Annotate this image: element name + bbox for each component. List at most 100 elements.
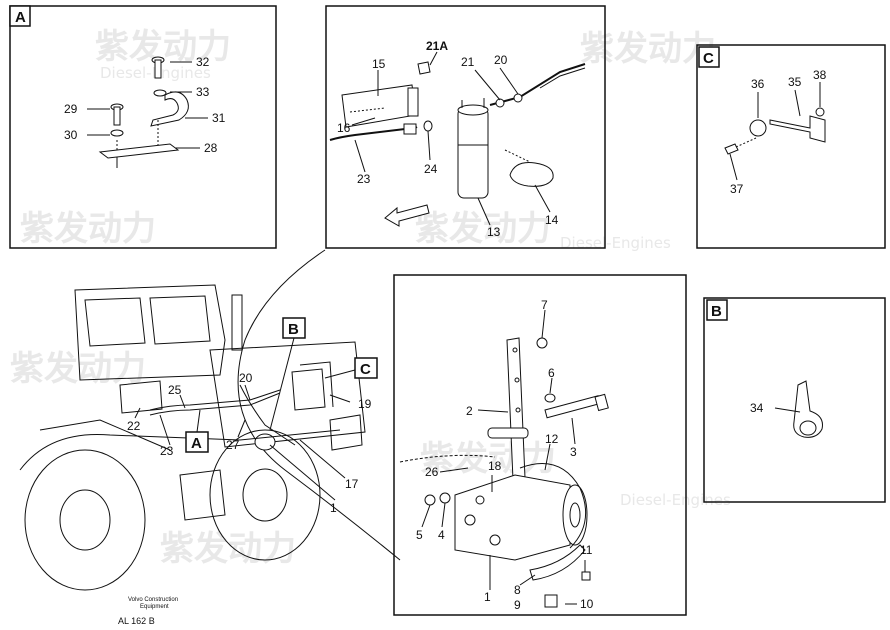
- callout-29: 29: [64, 102, 78, 116]
- watermark-brand: 紫发动力: [420, 439, 556, 479]
- callout-19: 19: [358, 397, 372, 411]
- callout-12: 12: [545, 432, 559, 446]
- callout-6: 6: [548, 366, 555, 380]
- callout-32: 32: [196, 55, 210, 69]
- callout-14: 14: [545, 213, 559, 227]
- panel-b-frame: [703, 297, 886, 503]
- callout-37: 37: [730, 182, 744, 196]
- callout-4: 4: [438, 528, 445, 542]
- panel-a-frame: [9, 5, 277, 249]
- nut-part: [544, 393, 556, 403]
- callout-25: 25: [168, 383, 182, 397]
- belt-part: [519, 463, 587, 549]
- panel-b: B 34: [703, 297, 886, 503]
- washer-part: [439, 492, 451, 504]
- machine-tag-c: C: [360, 361, 371, 378]
- bracket-part: [529, 544, 586, 581]
- footer-company: Volvo Construction: [128, 597, 178, 603]
- clamp-part: [793, 380, 823, 438]
- bracket-part: [407, 87, 419, 117]
- callout-2: 2: [466, 404, 473, 418]
- callout-23: 23: [357, 172, 371, 186]
- wheel-loader-illustration: B C A 25 20 22 23 27 19 17 1: [19, 284, 378, 591]
- callout-27: 27: [226, 438, 240, 452]
- panel-bottom: 7 6 2 3 12 26 18 5 4 11 1 8 9 10: [393, 274, 687, 616]
- callout-26: 26: [425, 465, 439, 479]
- clamp-ring-part: [799, 420, 817, 436]
- callout-35: 35: [788, 75, 802, 89]
- bolt-shank-part: [113, 106, 121, 126]
- fitting-part: [403, 123, 417, 135]
- o-ring-part: [495, 98, 505, 108]
- rear-hub-part: [242, 468, 288, 522]
- watermark-brand: 紫发动力: [580, 29, 716, 69]
- detail-connector-line: [237, 249, 401, 561]
- front-wheel-part: [24, 449, 146, 591]
- pipe-part: [149, 389, 281, 411]
- bolt-head-part: [594, 393, 609, 412]
- compressor-part: [454, 474, 571, 561]
- plate-part: [98, 143, 180, 159]
- receiver-drier-part: [457, 107, 489, 199]
- watermark-sub: Diesel-Engines: [560, 234, 671, 252]
- callout-20: 20: [494, 53, 508, 67]
- bolt-part: [724, 143, 739, 155]
- callout-9: 9: [514, 598, 521, 612]
- nut-part: [423, 120, 433, 132]
- callout-1: 1: [330, 501, 337, 515]
- callout-22: 22: [127, 419, 141, 433]
- callout-38: 38: [813, 68, 827, 82]
- watermark-sub: Diesel-Engines: [620, 491, 731, 509]
- receiver-box-part: [119, 380, 163, 414]
- o-ring-part: [513, 93, 523, 103]
- bolt-part: [417, 61, 431, 75]
- callout-11: 11: [580, 543, 593, 557]
- engine-hood-part: [209, 341, 366, 448]
- callout-18: 18: [488, 459, 502, 473]
- hose-part: [399, 454, 496, 463]
- callout-10: 10: [580, 597, 594, 611]
- callout-3: 3: [570, 445, 577, 459]
- panel-a-tag-box: [9, 5, 31, 27]
- callout-5: 5: [416, 528, 423, 542]
- bolt-shank-part: [154, 59, 162, 79]
- footer-equipment: Equipment: [140, 604, 169, 610]
- washer-part: [153, 89, 167, 97]
- rear-wheel-part: [209, 429, 321, 561]
- watermark-brand: 紫发动力: [20, 209, 156, 249]
- condenser-part: [291, 368, 326, 411]
- bracket-part: [341, 84, 417, 128]
- rubber-mount-part: [749, 119, 767, 137]
- callout-8: 8: [514, 583, 521, 597]
- cab-part: [74, 284, 226, 381]
- clamp-part: [509, 162, 554, 187]
- panel-b-tag-box: [706, 299, 728, 321]
- callout-24: 24: [424, 162, 438, 176]
- callout-1: 1: [484, 590, 491, 604]
- bracket-part: [769, 115, 826, 143]
- watermark-brand: 紫发动力: [415, 209, 551, 249]
- callout-31: 31: [212, 111, 226, 125]
- clamp-part: [150, 91, 189, 127]
- panel-bottom-frame: [393, 274, 687, 616]
- pipe-part: [239, 384, 296, 446]
- nut-part: [536, 337, 548, 349]
- callout-20: 20: [239, 371, 253, 385]
- pipe-part: [489, 63, 586, 106]
- clip-part: [544, 594, 558, 608]
- panel-c-frame: [696, 44, 886, 249]
- machine-tag-b: B: [288, 321, 299, 338]
- panel-c: C 36 35 38 37: [696, 44, 886, 249]
- receiver-drier-top: [457, 104, 489, 116]
- callout-21a: 21A: [426, 39, 448, 53]
- washer-part: [110, 129, 124, 137]
- pipe-part: [539, 67, 586, 89]
- panel-b-tag: B: [711, 303, 722, 320]
- watermark-brand: 紫发动力: [160, 529, 296, 569]
- watermark-layer: 紫发动力 Diesel-Engines 紫发动力 Diesel-Engines …: [10, 27, 731, 569]
- panel-a-tag: A: [15, 9, 26, 26]
- callout-17: 17: [345, 477, 359, 491]
- front-hub-part: [59, 489, 111, 551]
- callout-23: 23: [160, 444, 174, 458]
